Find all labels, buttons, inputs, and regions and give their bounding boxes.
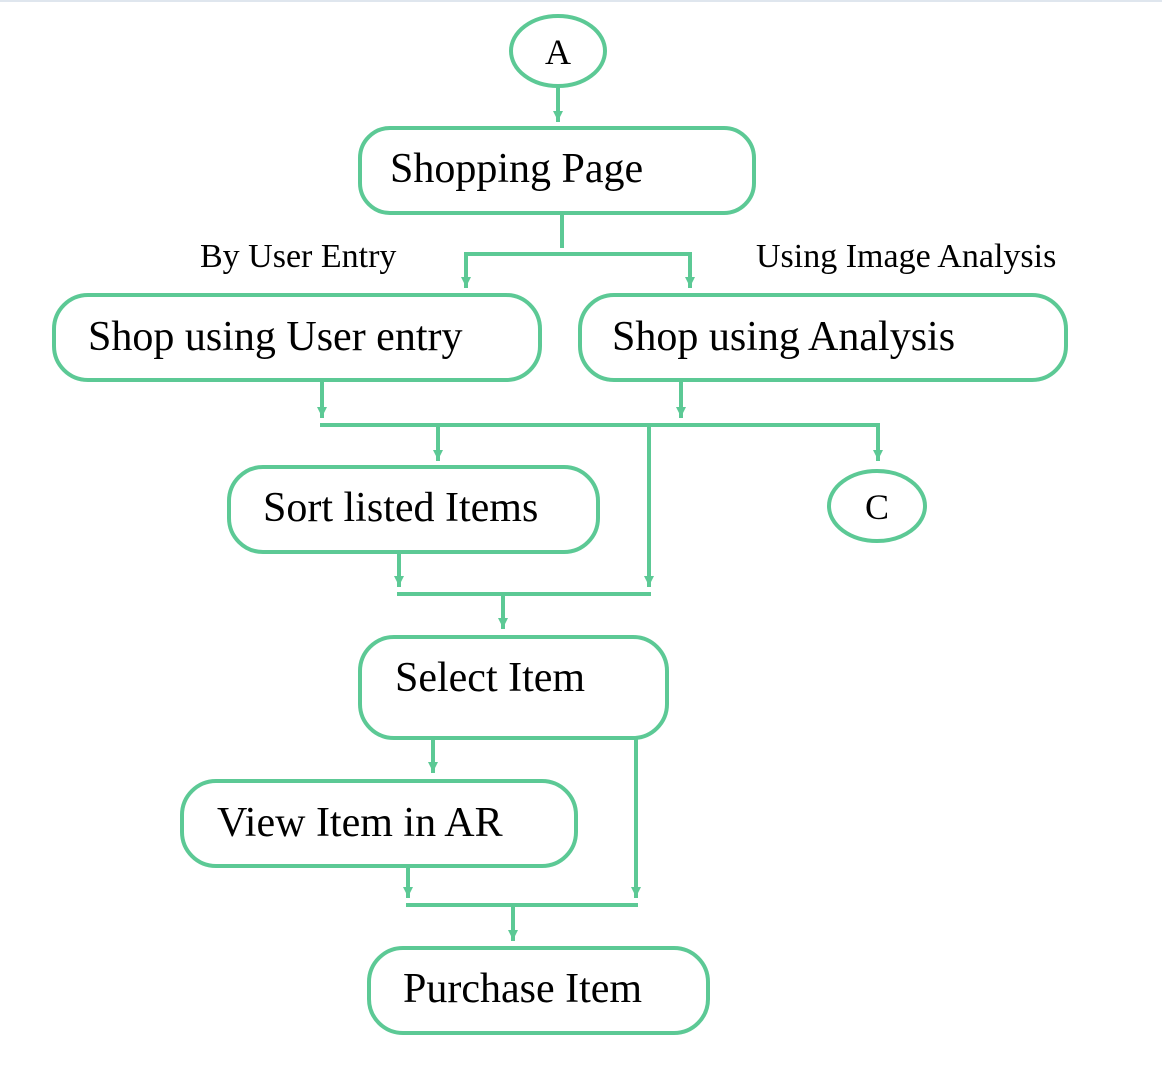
edge-group: [317, 84, 883, 941]
connector-c-label: C: [865, 487, 889, 527]
connector-a: A: [509, 14, 607, 88]
node-purchase-item-box: [367, 946, 710, 1035]
connector-a-label: A: [545, 32, 571, 72]
node-sort-items-box: [227, 465, 600, 554]
top-divider: [0, 0, 1162, 2]
node-shop-user-entry: Shop using User entry: [52, 293, 542, 382]
node-sort-items: Sort listed Items: [227, 465, 600, 554]
node-shop-user-entry-label: Shop using User entry: [88, 314, 462, 360]
node-select-item: Select Item: [358, 635, 669, 740]
connector-a-shape: [509, 14, 607, 88]
connector-c-shape: [827, 469, 927, 543]
connector-c: C: [827, 469, 927, 543]
node-sort-items-label: Sort listed Items: [263, 485, 538, 531]
node-view-ar-box: [180, 779, 578, 868]
node-shop-user-entry-box: [52, 293, 542, 382]
node-shop-analysis-box: [578, 293, 1068, 382]
node-select-item-box: [358, 635, 669, 740]
node-purchase-item: Purchase Item: [367, 946, 710, 1035]
node-view-ar: View Item in AR: [180, 779, 578, 868]
node-shop-analysis-label: Shop using Analysis: [612, 314, 955, 360]
branch-label-image-analysis: Using Image Analysis: [756, 238, 1056, 275]
branch-label-user-entry: By User Entry: [200, 238, 396, 275]
node-select-item-label: Select Item: [395, 655, 585, 701]
node-shop-analysis: Shop using Analysis: [578, 293, 1068, 382]
node-shopping-page: Shopping Page: [358, 126, 756, 215]
node-shopping-page-box: [358, 126, 756, 215]
node-view-ar-label: View Item in AR: [217, 800, 503, 846]
node-shopping-page-label: Shopping Page: [390, 146, 643, 192]
node-purchase-item-label: Purchase Item: [403, 966, 642, 1012]
